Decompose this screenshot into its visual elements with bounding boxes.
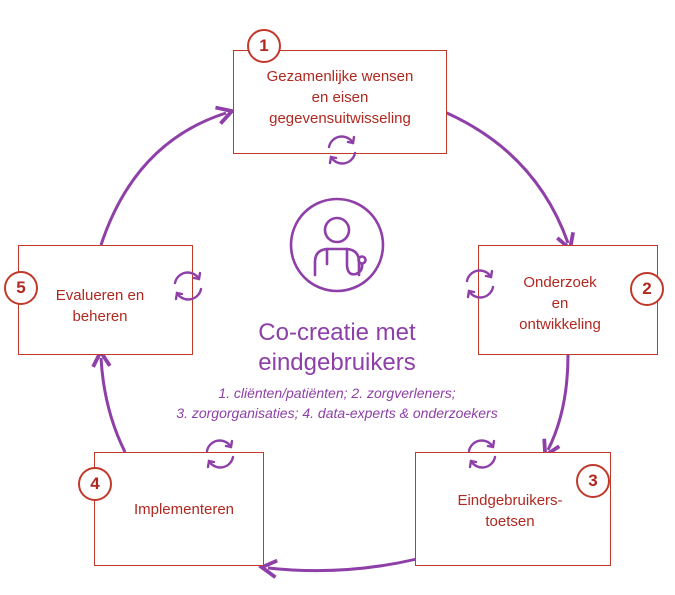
arrow-4-to-5 (91, 347, 127, 453)
step-label-5: Evalueren en beheren (55, 287, 145, 325)
arrow-5-to-1 (99, 105, 236, 246)
refresh-cycle-icon (465, 269, 495, 299)
center-subtitle-line-2: 3. zorgorganisaties; 4. data-experts & o… (176, 405, 498, 421)
step-number-3: 3 (576, 464, 610, 498)
refresh-cycle-icon (327, 135, 357, 165)
center-title: Co-creatie met eindgebruikers (258, 319, 416, 376)
step-label-3: Eindgebruikers- toetsen (457, 492, 563, 530)
step-number-1: 1 (247, 29, 281, 63)
step-box-5 (18, 245, 193, 355)
center-subtitle-line-1: 1. cliënten/patiënten; 2. zorgverleners; (218, 385, 456, 401)
arrow-2-to-3 (542, 354, 570, 460)
step-label-2: Onderzoek en ontwikkeling (519, 274, 601, 333)
refresh-cycle-icon (173, 271, 203, 301)
arrow-1-to-2 (439, 108, 575, 253)
step-number-5: 5 (4, 271, 38, 305)
step-label-1: Gezamenlijke wensen en eisen gegevensuit… (266, 68, 414, 127)
refresh-cycle-icon (205, 439, 235, 469)
step-number-4: 4 (78, 467, 112, 501)
doctor-stethoscope-icon (289, 197, 385, 293)
step-box-4 (94, 452, 264, 566)
refresh-cycle-icon (467, 439, 497, 469)
step-box-2 (478, 245, 658, 355)
step-label-4: Implementeren (133, 501, 235, 518)
step-number-2: 2 (630, 272, 664, 306)
